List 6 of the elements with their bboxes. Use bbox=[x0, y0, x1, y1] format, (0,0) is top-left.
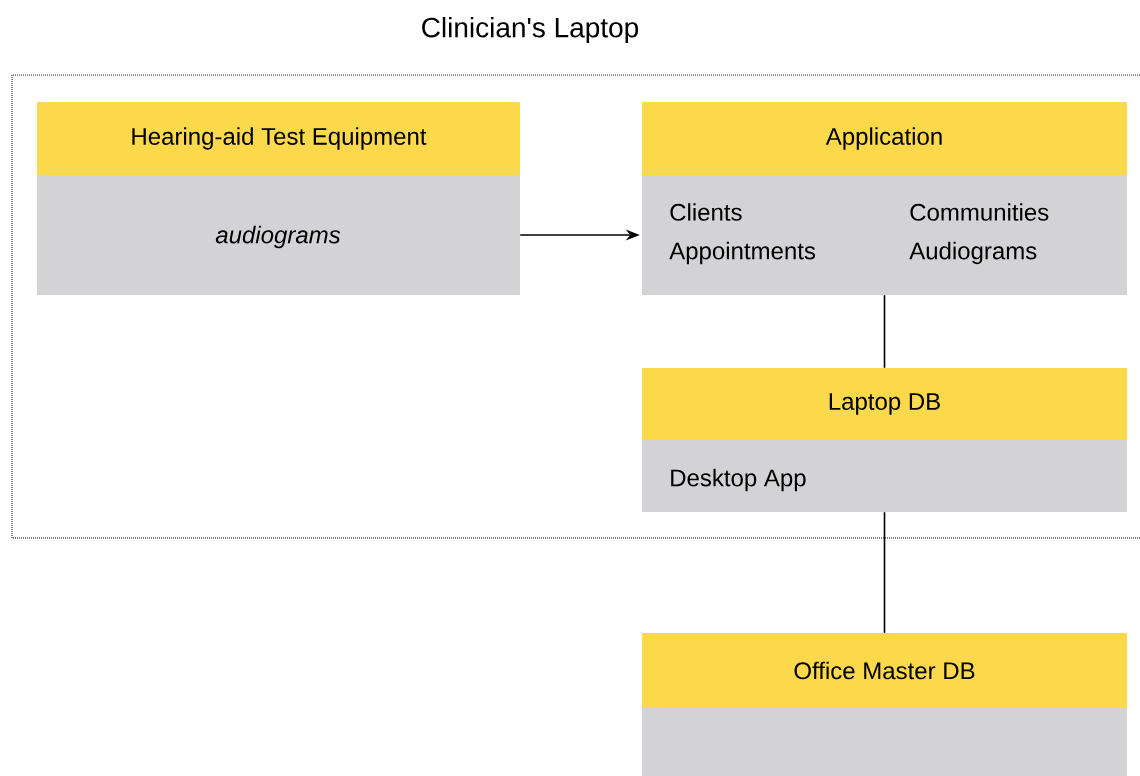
header-text: Application bbox=[825, 127, 942, 150]
header-text: Hearing-aid Test Equipment bbox=[132, 127, 427, 150]
boundary-title: Clinician's Laptop bbox=[422, 16, 639, 44]
connector bbox=[883, 511, 886, 634]
connector bbox=[883, 294, 886, 369]
header-text: Laptop DB bbox=[829, 393, 940, 415]
